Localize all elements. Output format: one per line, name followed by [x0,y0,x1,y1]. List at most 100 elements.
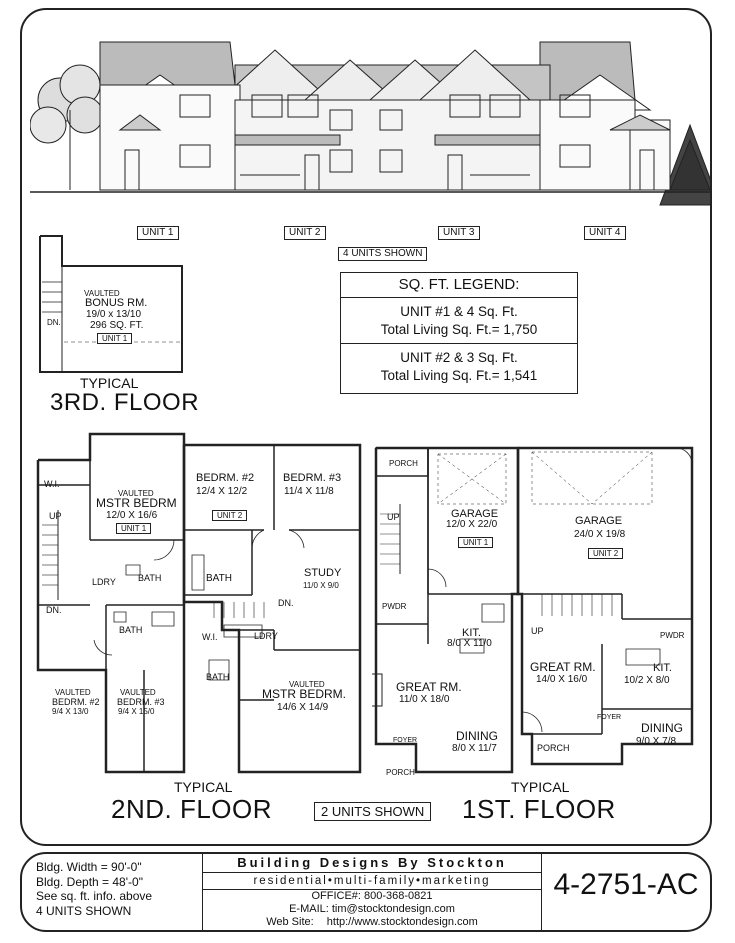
elevation-unit-label: UNIT 4 [584,226,626,240]
two-units-shown: 2 UNITS SHOWN [314,802,432,821]
kitchen2-dims: 10/2 X 8/0 [624,675,670,686]
spec-sqft-note: See sq. ft. info. above [36,889,153,903]
company-name: Building Designs By Stockton [203,854,541,873]
garage1-name: GARAGE [451,508,499,520]
foyer-label: FOYER [597,714,622,721]
bedrm2-dims: 12/4 X 12/2 [196,486,248,497]
legend-row: UNIT #2 & 3 Sq. Ft. Total Living Sq. Ft.… [341,344,577,390]
bath-label: BATH [206,573,232,584]
study-name: STUDY [304,567,342,579]
sqft-legend: SQ. FT. LEGEND: UNIT #1 & 4 Sq. Ft. Tota… [340,272,578,394]
bedrm2-dims: 9/4 X 13/0 [52,707,89,716]
third-floor-caption: 3RD. FLOOR [50,389,200,416]
tree-left-icon [30,64,104,190]
mstr-bedrm2-name: MSTR BEDRM. [262,687,346,701]
stair-up-label: UP [531,626,544,636]
bedrm3-name: BEDRM. #3 [283,472,342,484]
laundry-label: LDRY [254,631,278,641]
website-row: Web Site: http://www.stocktondesign.com [203,916,541,929]
legend-row: UNIT #1 & 4 Sq. Ft. Total Living Sq. Ft.… [341,298,577,344]
third-floor-caption-small: TYPICAL [80,375,139,391]
first-floor-caption-small: TYPICAL [511,779,570,795]
study-dims: 11/0 X 9/0 [303,581,339,590]
bonus-room-name: BONUS RM. [85,297,148,309]
website-link[interactable]: http://www.stocktondesign.com [326,916,478,928]
building-specs: Bldg. Width = 90'-0" Bldg. Depth = 48'-0… [36,860,152,918]
garage2-dims: 24/0 X 19/8 [574,529,626,540]
stair-up-label: UP [49,511,62,521]
second-floor-caption: 2ND. FLOOR [111,794,273,824]
spec-units: 4 UNITS SHOWN [36,903,132,918]
third-floor-unit: UNIT 1 [97,333,133,344]
legend-title: SQ. FT. LEGEND: [341,273,577,298]
drawing-frame [20,8,712,846]
kitchen2-name: KIT. [653,662,672,674]
legend-row-line1: UNIT #1 & 4 Sq. Ft. [400,304,518,319]
spec-depth: Bldg. Depth = 48'-0" [36,874,143,889]
first-floor-caption: 1ST. FLOOR [462,794,616,824]
email-link[interactable]: E-MAIL: tim@stocktondesign.com [289,903,455,915]
stair-down-label: DN. [278,598,294,608]
front-elevation-drawing [30,30,710,230]
second-floor-unit2: UNIT 2 [212,510,248,521]
bonus-room-dims: 19/0 x 13/10 [86,309,142,320]
bath-label: BATH [119,625,143,635]
walkin-closet-label: W.I. [44,479,60,489]
bedrm2-vaulted: VAULTED [55,688,91,697]
porch-label: PORCH [389,459,418,468]
bonus-room-area: 296 SQ. FT. [90,320,144,331]
dining2-dims: 9/0 X 7/8 [636,736,677,747]
first-floor-unit2: UNIT 2 [588,548,624,559]
mstr-bedrm-vaulted: VAULTED [118,489,154,498]
title-block: Bldg. Width = 90'-0" Bldg. Depth = 48'-0… [20,852,712,932]
dining1-name: DINING [456,729,498,743]
plan-number: 4-2751-AC [553,868,699,901]
dining2-name: DINING [641,721,683,735]
stair-up-label: UP [387,512,400,522]
bedrm3-vaulted: VAULTED [120,688,156,697]
mstr-bedrm2-dims: 14/6 X 14/9 [277,702,329,713]
dining1-dims: 8/0 X 11/7 [452,743,497,754]
bedrm2-name: BEDRM. #2 [196,472,255,484]
porch-label: PORCH [537,743,570,753]
bath-label: BATH [138,573,162,583]
great-room1-dims: 11/0 X 18/0 [399,694,450,705]
powder-room-label: PWDR [382,602,407,611]
powder-room-label: PWDR [660,631,685,640]
elevation-unit-label: UNIT 2 [284,226,326,240]
third-floor-dn: DN. [47,318,61,327]
bedrm3-dims: 9/4 X 15/0 [118,707,155,716]
mstr-bedrm-name: MSTR BEDRM [96,496,177,510]
laundry-label: LDRY [92,577,116,587]
company-tagline: residential•multi-family•marketing [203,873,541,890]
first-floor-unit1: UNIT 1 [458,537,494,548]
garage2-name: GARAGE [575,515,623,527]
second-floor-unit1: UNIT 1 [116,523,152,534]
walkin-closet-label: W.I. [202,632,218,642]
spec-width: Bldg. Width = 90'-0" [36,860,142,874]
elevation-units-shown: 4 UNITS SHOWN [338,247,428,261]
bedrm3-dims: 11/4 X 11/8 [284,486,334,497]
porch-label: PORCH [386,768,415,777]
bonus-room-vaulted: VAULTED [84,289,120,298]
mstr-bedrm-dims: 12/0 X 16/6 [106,510,158,521]
kitchen1-dims: 8/0 X 11/0 [447,638,492,649]
great-room2-name: GREAT RM. [530,660,596,674]
great-room2-dims: 14/0 X 16/0 [536,674,588,685]
bedrm3-name: BEDRM. #3 [117,697,165,707]
legend-row-line2: Total Living Sq. Ft.= 1,541 [380,368,538,383]
great-room1-name: GREAT RM. [396,680,462,694]
stair-down-label: DN. [46,605,62,615]
legend-row-line1: UNIT #2 & 3 Sq. Ft. [400,350,518,365]
elevation-unit-label: UNIT 1 [137,226,179,240]
company-info: Building Designs By Stockton residential… [202,854,542,930]
second-floor-plan [34,430,364,775]
elevation-unit-label: UNIT 3 [438,226,480,240]
bath-label: BATH [206,672,230,682]
website-label: Web Site: [266,916,314,928]
second-floor-caption-small: TYPICAL [174,779,233,795]
mstr-bedrm2-vaulted: VAULTED [289,680,325,689]
pine-tree-icon [660,125,710,205]
garage1-dims: 12/0 X 22/0 [446,519,498,530]
foyer-label: FOYER [393,737,418,744]
